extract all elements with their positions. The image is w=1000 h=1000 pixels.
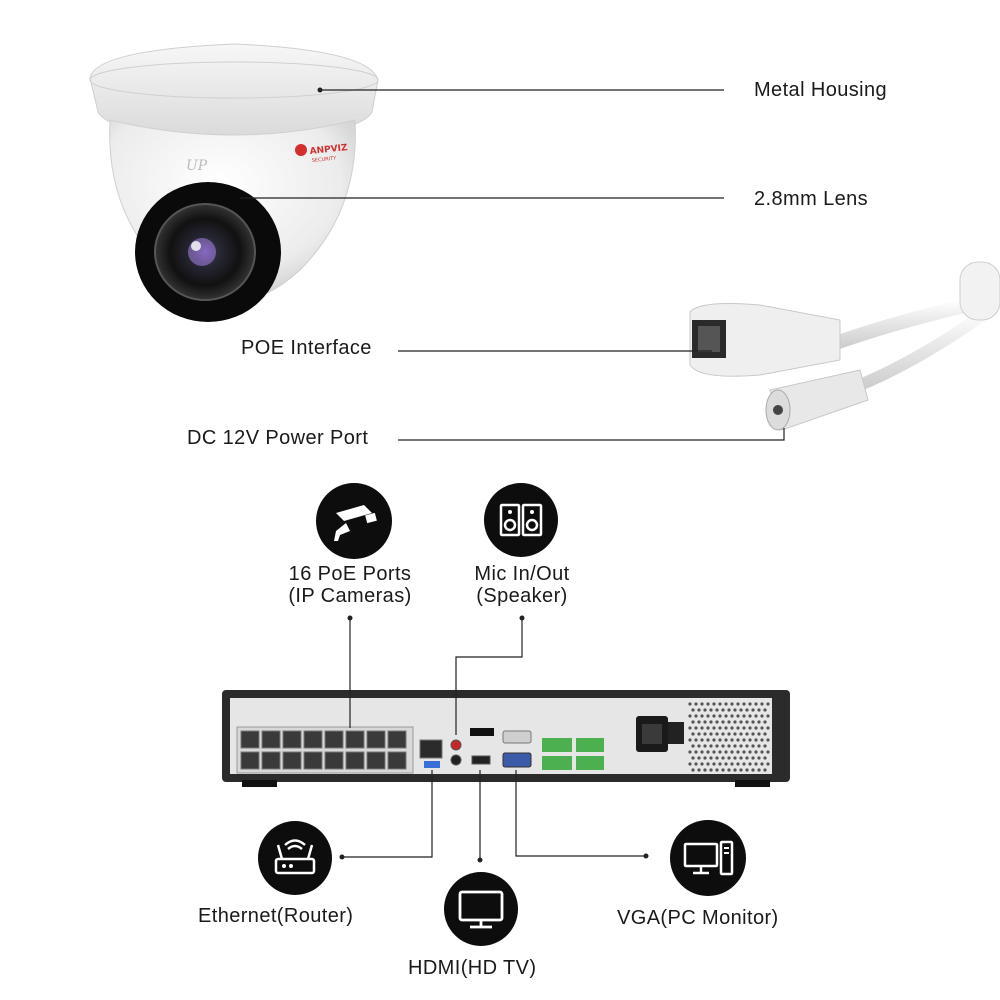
svg-text:ANPVIZ: ANPVIZ — [309, 143, 348, 157]
poe-port — [303, 730, 323, 749]
line-vga — [515, 770, 646, 857]
poe-port — [261, 751, 281, 770]
poe-port — [345, 751, 365, 770]
speaker-icon — [484, 483, 558, 557]
dc-power-jack — [765, 369, 869, 431]
poe-port — [387, 751, 407, 770]
line-ethernet — [342, 770, 433, 858]
pc-monitor-icon — [670, 820, 746, 896]
poe-rj45-connector — [689, 303, 841, 377]
line-mic — [455, 618, 523, 735]
label-poe-interface: POE Interface — [241, 337, 372, 359]
tv-icon — [444, 872, 518, 946]
cctv-camera-icon — [316, 483, 392, 559]
poe-port — [261, 730, 281, 749]
label-metal-housing: Metal Housing — [754, 79, 888, 101]
poe-port — [282, 730, 302, 749]
poe-port — [324, 751, 344, 770]
alarm-terminals — [542, 738, 604, 770]
label-ethernet: Ethernet(Router) — [198, 905, 354, 927]
poe-port — [387, 730, 407, 749]
poe-port — [324, 730, 344, 749]
label-lens: 2.8mm Lens — [754, 188, 869, 210]
poe-port — [240, 730, 260, 749]
label-mic: Mic In/Out (Speaker) — [474, 563, 570, 607]
brand-logo: ANPVIZ SECURITY — [295, 143, 349, 164]
poe-port — [240, 751, 260, 770]
router-icon — [258, 821, 332, 895]
label-hdmi: HDMI(HD TV) — [408, 957, 537, 979]
label-dc-power-port: DC 12V Power Port — [187, 427, 369, 449]
svg-text:SECURITY: SECURITY — [312, 155, 338, 164]
poe-port — [345, 730, 365, 749]
pigtail-cable — [827, 261, 1000, 391]
dome-camera: UP ANPVIZ SECURITY — [89, 43, 1000, 431]
camera-lens — [135, 182, 281, 322]
poe-port — [366, 751, 386, 770]
poe-port — [282, 751, 302, 770]
label-vga: VGA(PC Monitor) — [617, 907, 779, 929]
poe-ports-block — [236, 726, 414, 774]
up-mark: UP — [186, 158, 208, 174]
fan-grille — [688, 702, 770, 772]
line-dc-power — [398, 428, 785, 441]
poe-port — [366, 730, 386, 749]
label-poe-ports: 16 PoE Ports (IP Cameras) — [288, 563, 412, 607]
poe-port — [303, 751, 323, 770]
